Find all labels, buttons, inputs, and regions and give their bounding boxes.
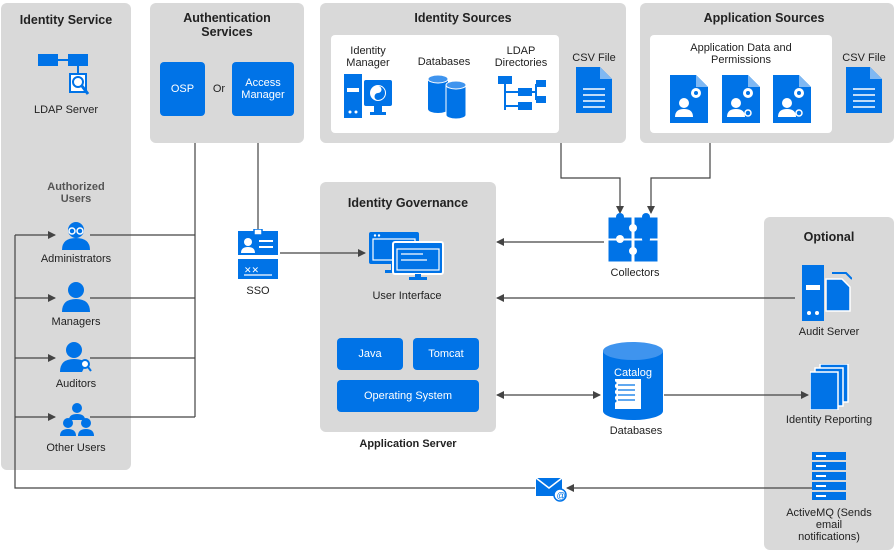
user-interface-label: User Interface [372, 290, 442, 302]
application-data-label: Application Data and Permissions [690, 42, 792, 66]
application-csv-file-icon [846, 67, 882, 113]
administrators-label: Administrators [40, 253, 112, 265]
sso-icon: ✕✕ [238, 229, 278, 279]
identity-sources-title: Identity Sources [414, 11, 512, 25]
other-users-label: Other Users [46, 442, 106, 454]
sso-label: SSO [246, 285, 270, 297]
identity-reporting-icon [810, 364, 849, 410]
administrator-icon [62, 222, 90, 250]
user-interface-icon [369, 232, 444, 280]
other-users-icon [60, 403, 94, 436]
application-data-icon-2 [722, 75, 760, 123]
svg-text:@: @ [557, 491, 566, 501]
manager-icon [62, 282, 90, 312]
collectors-icon [608, 213, 659, 263]
operating-system-button: Operating System [337, 380, 479, 412]
identity-csv-file-label: CSV File [572, 52, 616, 64]
activemq-label: ActiveMQ (Sends email notifications) [786, 507, 872, 543]
identity-databases-icon [428, 74, 467, 119]
application-sources-title: Application Sources [703, 11, 825, 25]
managers-label: Managers [51, 316, 101, 328]
application-data-icon-1 [670, 75, 708, 123]
access-manager-button: Access Manager [232, 62, 294, 116]
ldap-directories-icon [498, 76, 546, 110]
audit-server-label: Audit Server [798, 326, 860, 338]
authorized-users-label: Authorized Users [47, 181, 105, 205]
auditors-label: Auditors [55, 378, 97, 390]
identity-service-panel [1, 3, 131, 470]
tomcat-button: Tomcat [413, 338, 479, 370]
catalog-databases-label: Databases [609, 425, 663, 437]
ldap-server-label: LDAP Server [34, 104, 98, 116]
or-label: Or [212, 83, 226, 95]
auditor-icon [60, 342, 92, 372]
audit-server-icon [802, 265, 852, 321]
application-csv-file-label: CSV File [842, 52, 886, 64]
identity-databases-label: Databases [417, 56, 471, 68]
identity-csv-file-icon [576, 67, 612, 113]
svg-text:✕✕: ✕✕ [244, 265, 259, 275]
catalog-database-icon [603, 342, 663, 420]
identity-governance-title: Identity Governance [347, 196, 469, 210]
ldap-server-icon [38, 54, 90, 95]
email-icon: @ [536, 477, 567, 502]
osp-button: OSP [160, 62, 205, 116]
catalog-label: Catalog [614, 367, 652, 379]
authentication-services-title: Authentication Services [183, 11, 271, 39]
application-server-label: Application Server [359, 438, 457, 450]
identity-service-title: Identity Service [19, 13, 113, 27]
identity-reporting-label: Identity Reporting [785, 414, 873, 426]
ldap-directories-label: LDAP Directories [494, 45, 548, 69]
java-button: Java [337, 338, 403, 370]
identity-manager-icon [344, 74, 392, 118]
collectors-label: Collectors [610, 267, 660, 279]
identity-manager-label: Identity Manager [346, 45, 390, 69]
optional-title: Optional [803, 230, 855, 244]
activemq-icon [812, 452, 846, 500]
application-data-icon-3 [773, 75, 811, 123]
